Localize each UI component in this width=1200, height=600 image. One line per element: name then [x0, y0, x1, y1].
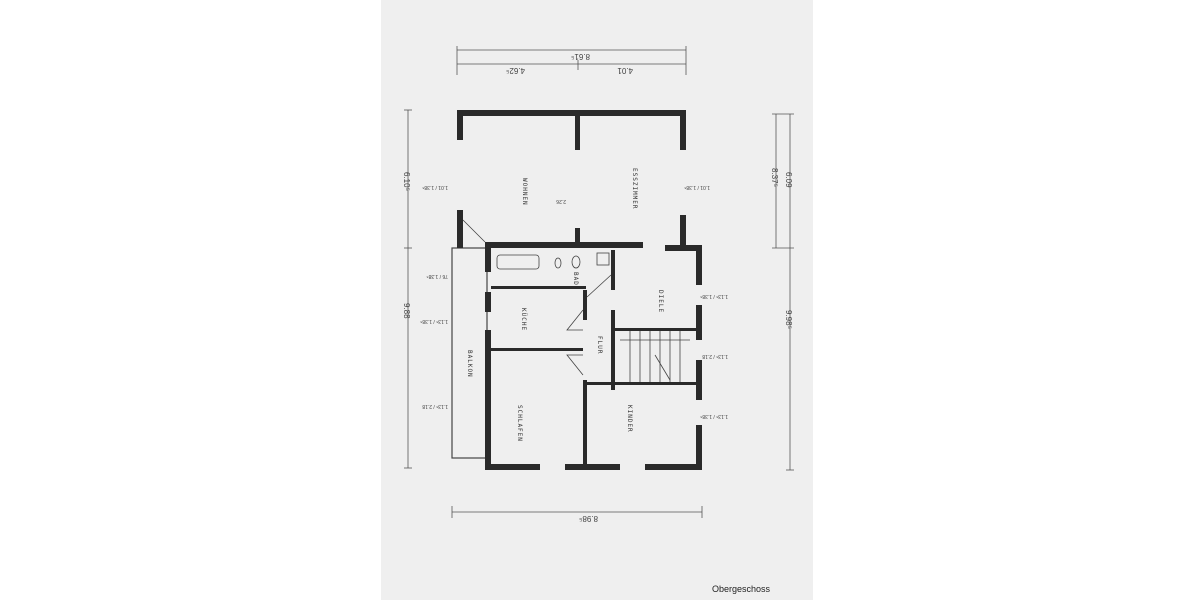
dim-window-esszimmer: 1.01 / 1.38⁵: [684, 184, 710, 190]
dim-door-wohnen: 2.26: [556, 198, 566, 204]
dim-right-inner: 6.09: [784, 172, 793, 188]
dim-window-bad: 76 / 1.38⁵: [426, 273, 448, 279]
dim-top-total: 8.61⁵: [571, 52, 590, 61]
dim-right-upper: 8.37⁵: [770, 168, 779, 187]
dim-window-wohnen: 1.01 / 1.38⁵: [422, 184, 448, 190]
door-swing: [586, 274, 612, 298]
room-label-bad: BAD: [572, 272, 579, 286]
dim-left-total: 9.88: [402, 303, 411, 319]
room-label-balkon: BALKON: [466, 350, 473, 378]
sink: [571, 255, 581, 269]
fixtures: [462, 219, 690, 382]
door-swing: [462, 219, 486, 243]
room-label-diele: DIELE: [657, 290, 664, 313]
shower: [596, 252, 610, 266]
room-label-kueche: KÜCHE: [520, 308, 527, 331]
room-label-flur: FLUR: [596, 336, 603, 354]
dim-left-upper: 6.10⁵: [402, 172, 411, 191]
dim-top-left: 4.62⁵: [506, 66, 525, 75]
toilet: [554, 257, 562, 269]
plan-caption: Obergeschoss: [712, 584, 771, 594]
dim-window-stair: 1.13⁵ / 2.18: [702, 353, 728, 359]
dimension-lines: [404, 46, 794, 518]
staircase: [620, 331, 690, 382]
room-label-kinder: KINDER: [626, 405, 633, 433]
bathtub: [496, 254, 540, 270]
door-swing: [566, 354, 584, 376]
door-swing: [566, 309, 584, 331]
dim-window-kueche: 1.13⁵ / 1.38⁵: [420, 318, 448, 324]
dim-window-kinder: 1.13⁵ / 1.38⁵: [700, 413, 728, 419]
dim-door-balkon: 1.13⁵ / 2.18: [422, 403, 448, 409]
dim-top-right: 4.01: [617, 66, 633, 75]
room-label-wohnen: WOHNEN: [521, 178, 528, 206]
walls: [457, 110, 702, 470]
dim-window-diele: 1.13⁵ / 1.38⁵: [700, 293, 728, 299]
dim-bottom-total: 8.98⁵: [579, 514, 598, 523]
room-label-schlafen: SCHLAFEN: [516, 405, 523, 442]
paper-sheet: [381, 0, 813, 600]
dim-right-total: 9.98⁵: [784, 310, 793, 329]
room-label-esszimmer: ESSZIMMER: [631, 168, 638, 210]
